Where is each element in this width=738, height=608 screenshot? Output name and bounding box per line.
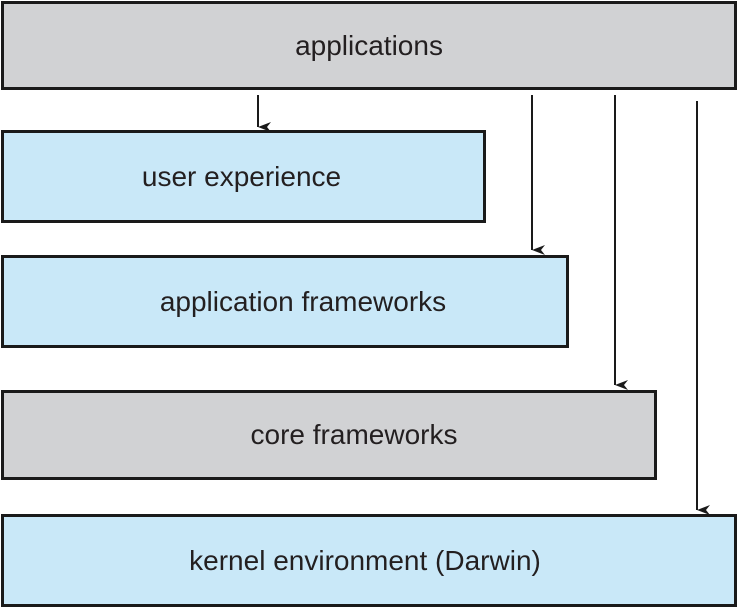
layer-core-frameworks: core frameworks bbox=[1, 390, 657, 480]
layer-label-user-experience: user experience bbox=[141, 160, 342, 192]
layer-kernel-environment: kernel environment (Darwin) bbox=[1, 514, 737, 607]
layer-applications: applications bbox=[1, 1, 737, 90]
layer-application-frameworks: application frameworks bbox=[1, 255, 569, 348]
layer-label-core-frameworks: core frameworks bbox=[250, 419, 458, 450]
layer-user-experience: user experience bbox=[1, 130, 486, 223]
layer-label-application-frameworks: application frameworks bbox=[159, 285, 447, 317]
layer-label-kernel-environment: kernel environment (Darwin) bbox=[189, 544, 541, 576]
layer-label-applications: applications bbox=[295, 29, 443, 61]
